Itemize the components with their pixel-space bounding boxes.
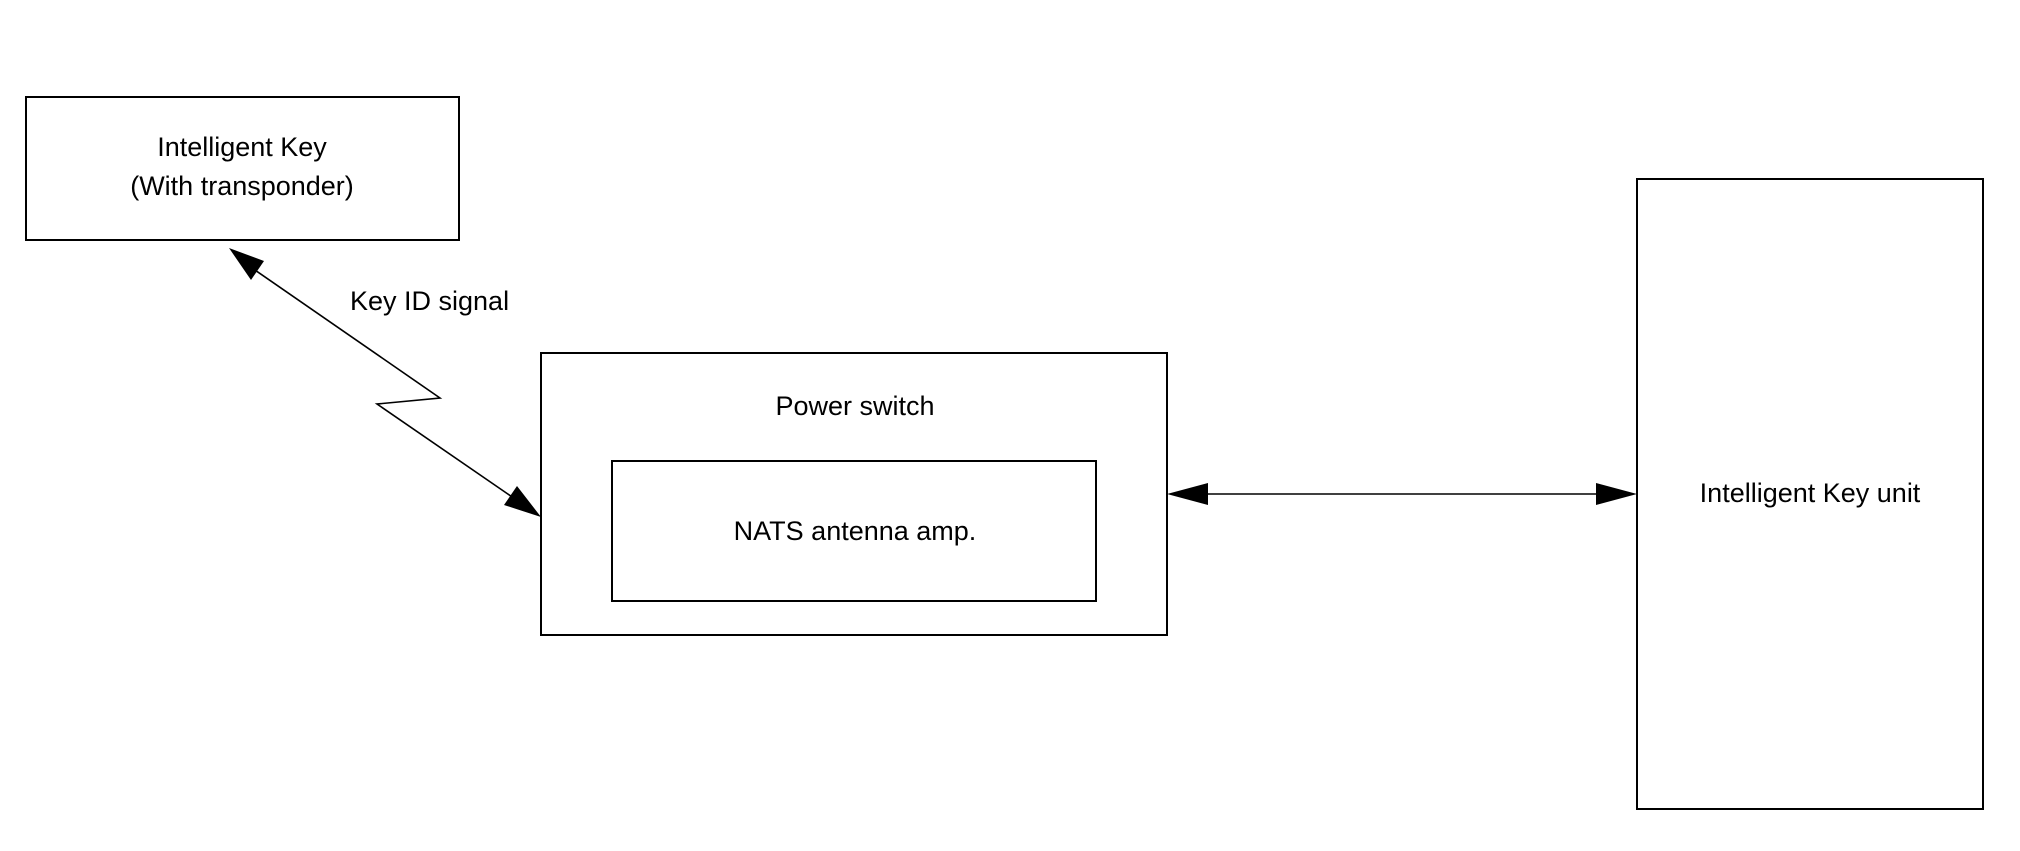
connector-arrowhead-left [1167, 483, 1208, 505]
intelligent-key-unit-label: Intelligent Key unit [1700, 478, 1921, 508]
key-id-signal-line [251, 267, 519, 502]
intelligent-key-sublabel: (With transponder) [130, 171, 354, 201]
nats-antenna-amp-box [611, 460, 1097, 602]
key-id-signal-label: Key ID signal [350, 286, 509, 316]
power-switch-node: Power switch NATS antenna amp. [540, 352, 1168, 636]
key-id-signal-arrowhead-bottom [504, 486, 541, 517]
power-switch-label: Power switch [775, 391, 934, 421]
power-switch-to-key-unit-connector [1167, 483, 1637, 505]
key-id-signal-connector [229, 248, 541, 517]
intelligent-key-unit-node: Intelligent Key unit [1636, 178, 1984, 810]
intelligent-key-unit-box [1636, 178, 1984, 810]
connector-arrowhead-right [1596, 483, 1637, 505]
intelligent-key-node: Intelligent Key (With transponder) [25, 96, 460, 241]
intelligent-key-box [25, 96, 460, 241]
intelligent-key-label: Intelligent Key [157, 132, 327, 162]
nats-antenna-amp-label: NATS antenna amp. [734, 516, 977, 546]
key-id-signal-arrowhead-top [229, 248, 264, 280]
